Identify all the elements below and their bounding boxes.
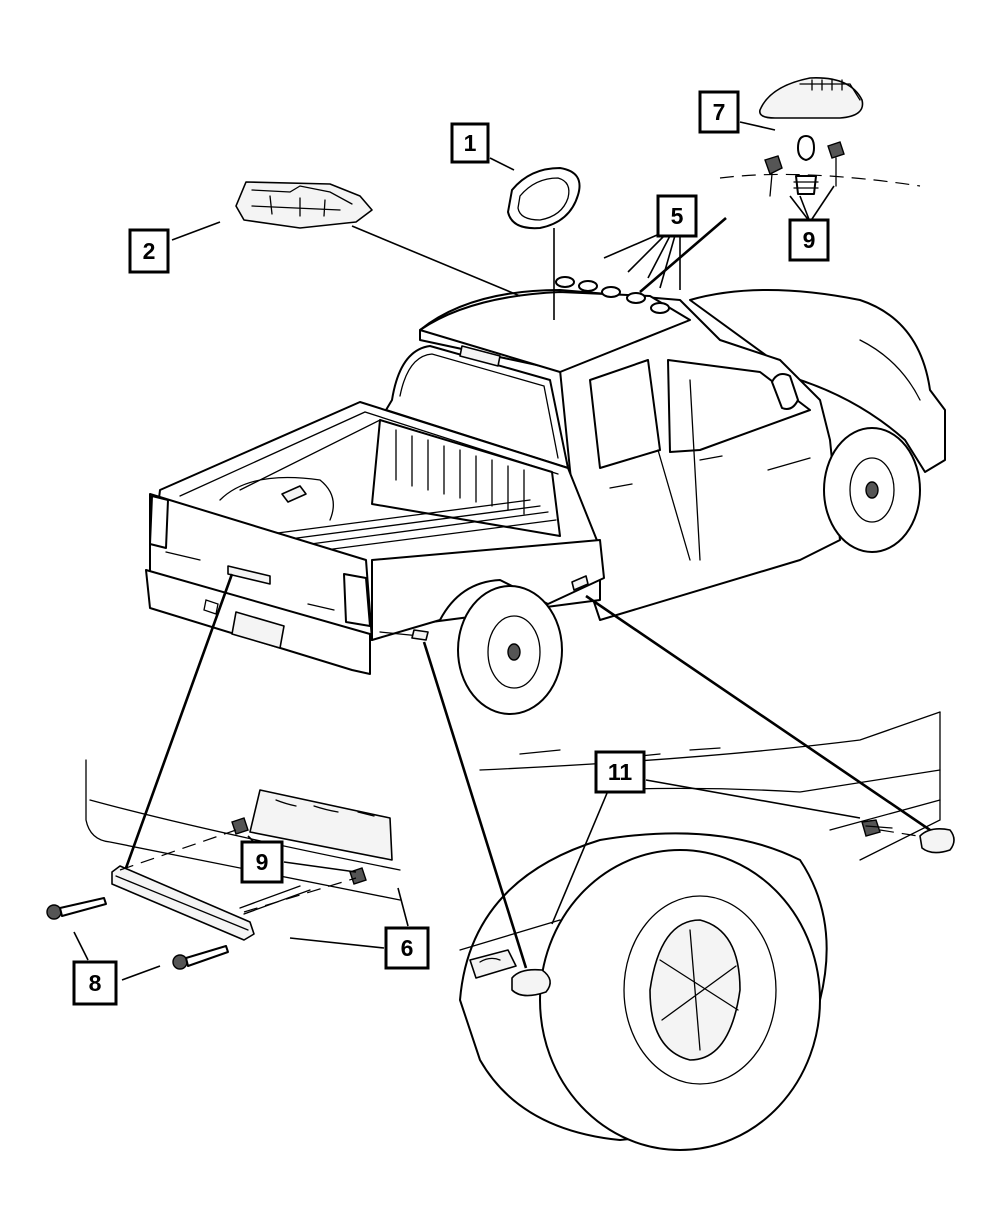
screw-upper bbox=[46, 897, 107, 920]
cab-marker-lamp bbox=[759, 77, 864, 119]
callout-9-bottom-label: 9 bbox=[256, 849, 269, 875]
callout-1: 1 bbox=[450, 122, 490, 164]
overhead-console-lamp bbox=[235, 181, 373, 229]
roof-marker-5 bbox=[650, 302, 670, 314]
third-brake-light bbox=[459, 345, 501, 367]
tailgate-handle bbox=[227, 565, 271, 585]
roof-marker-4 bbox=[626, 292, 646, 304]
front-bed-side-marker-mount bbox=[571, 575, 589, 591]
callout-9-top-label: 9 bbox=[803, 227, 816, 253]
callout-8: 8 bbox=[72, 960, 118, 1006]
rear-side-marker-mount bbox=[411, 629, 429, 641]
marker-lamp-bulb bbox=[793, 135, 819, 195]
roof-marker-3 bbox=[601, 286, 621, 298]
callout-11-label: 11 bbox=[608, 759, 633, 785]
push-nut-top-left bbox=[764, 155, 783, 197]
mounting-bracket bbox=[249, 789, 393, 861]
callout-11: 11 bbox=[594, 750, 646, 794]
tailgate-detail-view bbox=[46, 759, 401, 970]
leader-lines bbox=[73, 121, 931, 981]
pickup-truck bbox=[145, 276, 946, 715]
callout-7: 7 bbox=[698, 90, 740, 134]
callout-6-label: 6 bbox=[401, 935, 414, 961]
side-marker-lamp-front bbox=[919, 828, 955, 854]
callout-5: 5 bbox=[656, 194, 698, 238]
callout-5-label: 5 bbox=[671, 203, 684, 229]
callout-1-label: 1 bbox=[464, 130, 477, 156]
callout-9-top: 9 bbox=[788, 218, 830, 262]
license-lamp bbox=[231, 611, 285, 649]
screw-lower bbox=[172, 945, 229, 970]
side-marker-lamp-rear bbox=[511, 968, 551, 997]
callout-2-label: 2 bbox=[143, 238, 156, 264]
callout-2: 2 bbox=[128, 228, 170, 274]
roof-reference-line-top bbox=[719, 173, 921, 187]
callout-8-label: 8 bbox=[89, 970, 102, 996]
callout-6: 6 bbox=[384, 926, 430, 970]
callout-7-label: 7 bbox=[713, 99, 726, 125]
callout-9-bottom: 9 bbox=[240, 840, 284, 884]
roof-marker-1 bbox=[555, 276, 575, 288]
dome-lamp-lens bbox=[507, 167, 581, 230]
roof-marker-2 bbox=[578, 280, 598, 292]
rear-fender-detail-view bbox=[459, 711, 955, 1151]
push-nut-bracket-right bbox=[349, 867, 367, 885]
push-nut-bracket-left bbox=[231, 817, 249, 835]
push-nut-top-right bbox=[827, 141, 845, 187]
